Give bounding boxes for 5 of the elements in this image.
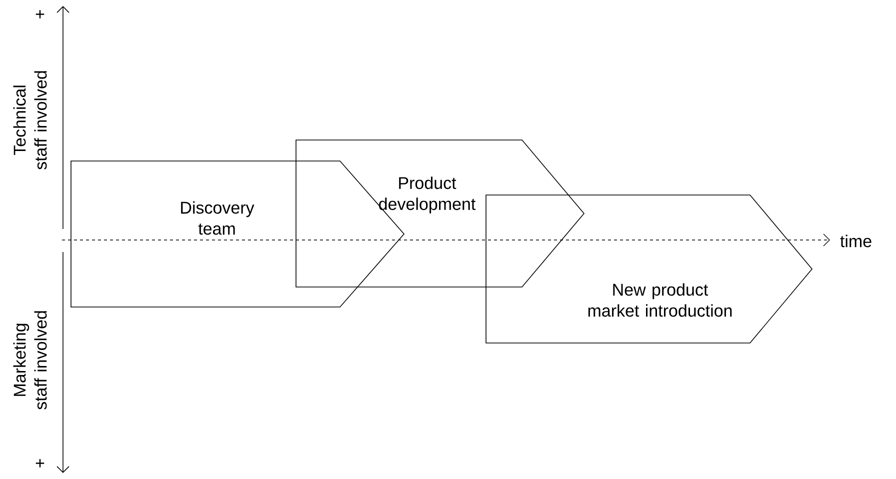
axis-label: Technical staff involved bbox=[13, 71, 47, 170]
axis-label: time bbox=[840, 234, 872, 248]
axis-label: + bbox=[36, 10, 44, 18]
axis-label: Marketing staff involved bbox=[13, 311, 47, 410]
axis-label: + bbox=[36, 459, 44, 468]
